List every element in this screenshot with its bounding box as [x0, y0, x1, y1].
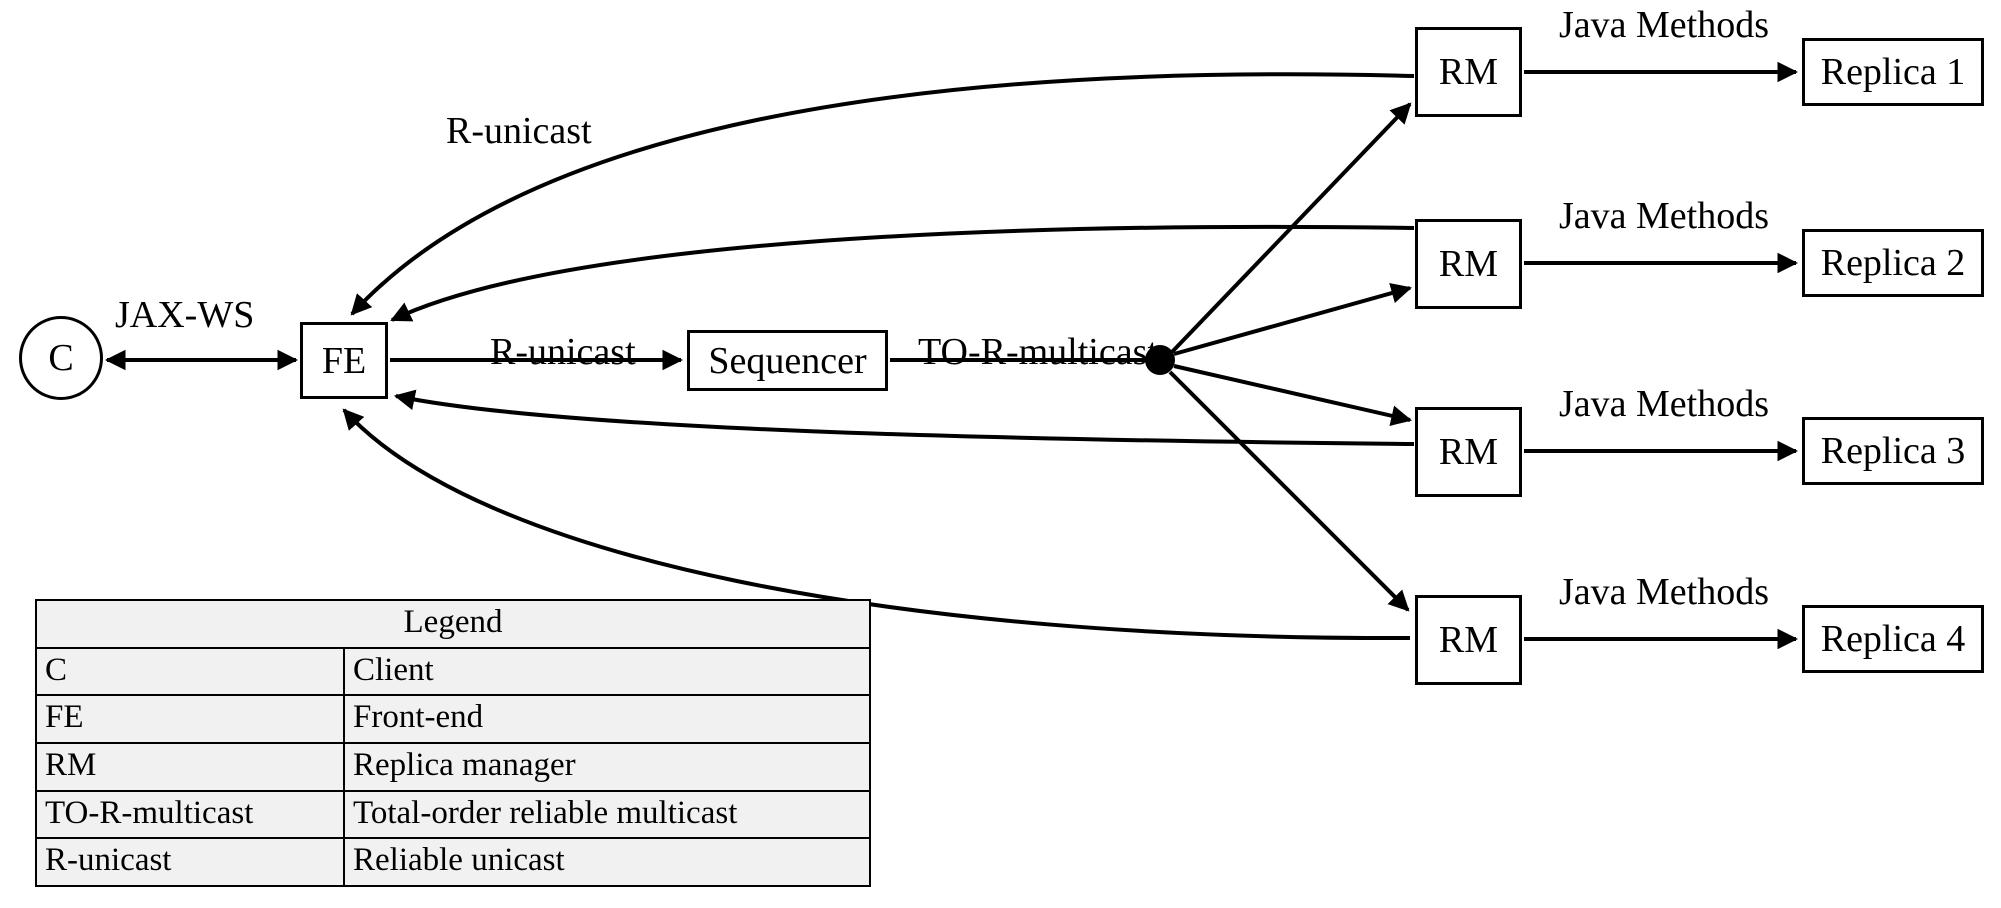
node-replica-1-label: Replica 1	[1820, 51, 1966, 93]
node-replica-1[interactable]: Replica 1	[1802, 38, 1984, 106]
node-client[interactable]: C	[19, 316, 103, 400]
legend-value: Reliable unicast	[343, 837, 871, 887]
node-frontend-label: FE	[321, 339, 367, 382]
node-replica-4-label: Replica 4	[1820, 618, 1966, 660]
legend-table: Legend C Client FE Front-end RM Replica …	[35, 599, 871, 887]
node-replica-3-label: Replica 3	[1820, 430, 1966, 472]
legend-value: Front-end	[343, 694, 871, 744]
legend-key: TO-R-multicast	[35, 789, 345, 840]
edge-rm4-frontend	[342, 408, 1411, 641]
edge-junction-rm2	[1173, 283, 1413, 356]
node-replica-manager-4-label: RM	[1438, 619, 1499, 661]
edge-rm2-frontend	[390, 224, 1415, 322]
node-replica-2-label: Replica 2	[1820, 242, 1966, 284]
legend-title-row: Legend	[35, 599, 871, 649]
node-replica-2[interactable]: Replica 2	[1802, 229, 1984, 297]
edge-rm3-frontend	[393, 389, 1415, 446]
edge-label-r-unicast-return: R-unicast	[446, 110, 592, 152]
node-replica-manager-1-label: RM	[1438, 51, 1499, 93]
node-replica-4[interactable]: Replica 4	[1802, 605, 1984, 673]
edge-label-to-r-multicast: TO-R-multicast	[918, 331, 1158, 373]
legend-value: Client	[343, 646, 871, 697]
edge-label-java-methods-3: Java Methods	[1559, 383, 1770, 425]
node-sequencer[interactable]: Sequencer	[687, 330, 888, 391]
legend-key: C	[35, 646, 345, 697]
legend-key: FE	[35, 694, 345, 744]
edge-label-r-unicast-request: R-unicast	[490, 331, 636, 373]
edge-label-jax-ws: JAX-WS	[115, 294, 255, 336]
node-replica-manager-3[interactable]: RM	[1415, 407, 1522, 497]
node-replica-manager-4[interactable]: RM	[1415, 595, 1522, 685]
edge-junction-rm4	[1168, 370, 1410, 612]
legend-value: Total-order reliable multicast	[343, 789, 871, 840]
legend-row: C Client	[35, 646, 871, 697]
edge-junction-rm3	[1173, 364, 1413, 426]
node-sequencer-label: Sequencer	[708, 339, 867, 382]
legend-row: RM Replica manager	[35, 741, 871, 792]
legend-key: R-unicast	[35, 837, 345, 887]
node-replica-manager-2[interactable]: RM	[1415, 219, 1522, 309]
legend-row: TO-R-multicast Total-order reliable mult…	[35, 789, 871, 840]
legend-key: RM	[35, 741, 345, 792]
node-replica-manager-3-label: RM	[1438, 431, 1499, 473]
legend-row: FE Front-end	[35, 694, 871, 744]
node-replica-3[interactable]: Replica 3	[1802, 417, 1984, 485]
node-frontend[interactable]: FE	[300, 322, 388, 399]
legend-title: Legend	[35, 599, 871, 649]
node-replica-manager-2-label: RM	[1438, 243, 1499, 285]
edge-label-java-methods-4: Java Methods	[1559, 571, 1770, 613]
node-replica-manager-1[interactable]: RM	[1415, 27, 1522, 117]
node-client-label: C	[48, 337, 74, 379]
legend-row: R-unicast Reliable unicast	[35, 837, 871, 887]
edge-label-java-methods-1: Java Methods	[1559, 4, 1770, 46]
edge-rm1-frontend	[350, 72, 1415, 316]
multicast-junction-dot	[1145, 345, 1175, 375]
legend-value: Replica manager	[343, 741, 871, 792]
edge-label-java-methods-2: Java Methods	[1559, 195, 1770, 237]
